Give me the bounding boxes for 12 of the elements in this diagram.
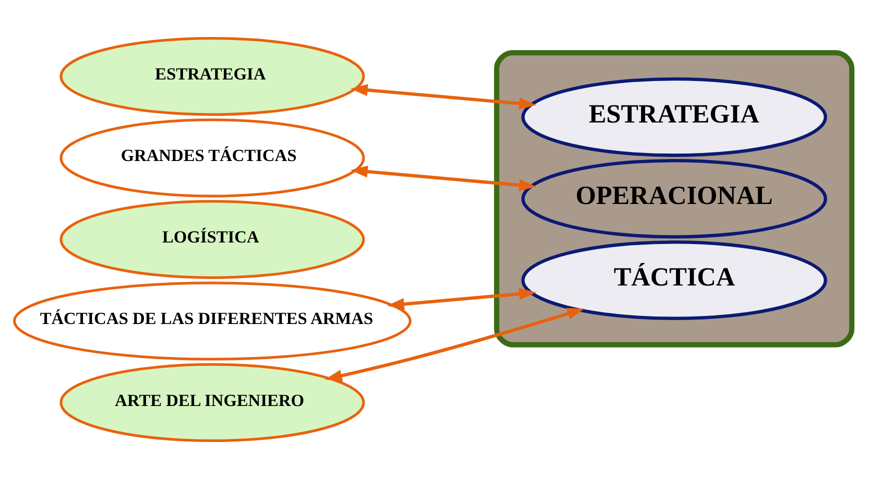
arrow [324, 307, 584, 382]
node-ellipse: ESTRATEGIA [59, 36, 364, 116]
node-ellipse: ESTRATEGIA [520, 76, 827, 156]
arrow [386, 287, 536, 310]
arrow [350, 84, 536, 110]
cluster [494, 50, 854, 347]
node-ellipse: ARTE DEL INGENIERO [59, 362, 364, 442]
node-ellipse: GRANDES TÁCTICAS [59, 118, 364, 197]
node-ellipse: TÁCTICAS DE LAS DIFERENTES ARMAS [12, 281, 411, 360]
node-ellipse: LOGÍSTICA [59, 200, 364, 278]
node-ellipse: OPERACIONAL [520, 158, 827, 238]
arrow [350, 165, 536, 191]
